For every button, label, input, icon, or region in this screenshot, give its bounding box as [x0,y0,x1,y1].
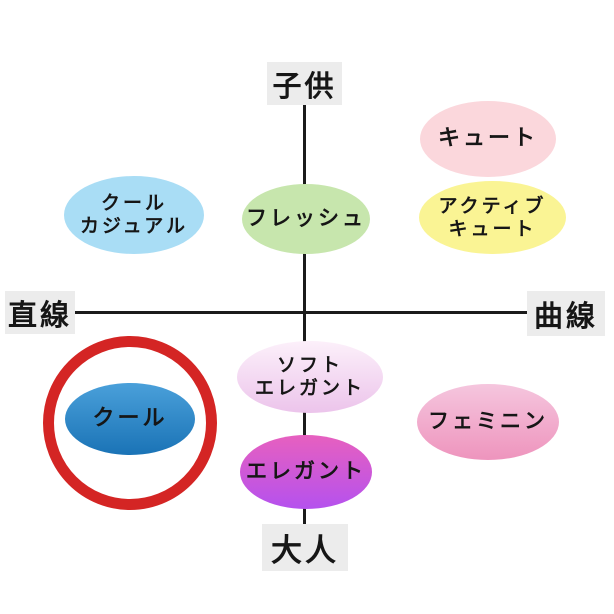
bubble-active-cute-label-line2: キュート [448,217,537,240]
vertical-axis-line [303,104,306,525]
bubble-fresh-label: フレッシュ [246,206,366,231]
bubble-cool-casual-label-line1: クール [100,192,167,215]
bubble-fresh: フレッシュ [242,184,370,254]
axis-label-child: 子供 [267,62,342,105]
bubble-cool-casual-label-line2: カジュアル [79,215,189,237]
bubble-feminine-label: フェミニン [428,409,548,434]
axis-label-straight: 直線 [5,291,75,334]
horizontal-axis-line [74,311,527,314]
bubble-cool-casual: クール カジュアル [64,176,204,254]
bubble-soft-elegant: ソフト エレガント [237,341,383,413]
bubble-elegant-label: エレガント [246,459,366,484]
axis-label-curved: 曲線 [527,291,605,336]
bubble-active-cute-label-line1: アクティブ [438,194,547,217]
bubble-elegant: エレガント [240,435,372,509]
bubble-active-cute: アクティブ キュート [419,181,566,254]
axis-label-adult: 大人 [262,524,348,571]
bubble-cute-label: キュート [437,125,538,151]
bubble-soft-elegant-label-line2: エレガント [254,377,365,399]
bubble-feminine: フェミニン [417,384,559,460]
bubble-cute: キュート [420,101,556,177]
highlight-circle [43,336,217,510]
bubble-soft-elegant-label-line1: ソフト [276,354,343,377]
